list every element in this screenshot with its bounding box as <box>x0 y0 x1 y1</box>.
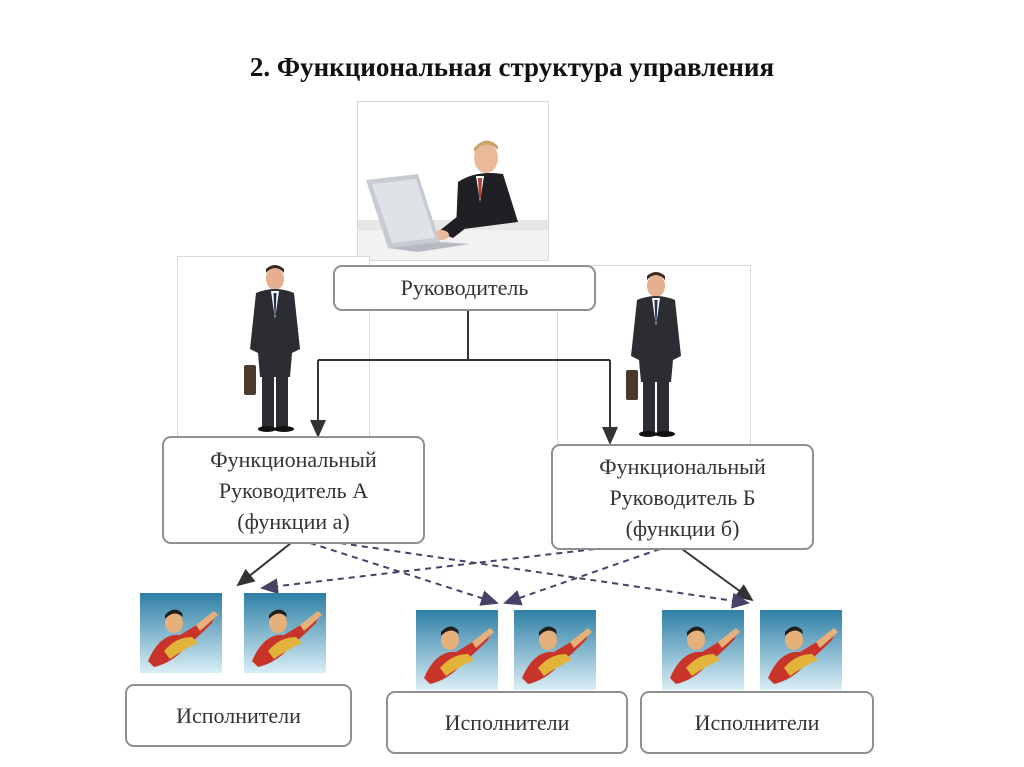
dashed-executor-arrows <box>260 542 750 609</box>
functional-manager-a-line3: (функции а) <box>237 508 350 534</box>
superhero-illustration <box>760 610 842 690</box>
superhero-illustration <box>140 593 222 673</box>
manager-to-functional-lines <box>310 309 618 445</box>
executors-box: Исполнители <box>125 684 352 747</box>
functional-manager-b-box: Функциональный Руководитель Б (функции б… <box>551 444 814 550</box>
superhero-illustration <box>416 610 498 690</box>
manager-box: Руководитель <box>333 265 596 311</box>
manager-label: Руководитель <box>400 275 529 300</box>
functional-manager-b-line2: Руководитель Б <box>609 484 756 510</box>
manager-photo <box>357 101 549 261</box>
executors-label: Исполнители <box>176 702 301 728</box>
executor-picture <box>514 610 596 690</box>
superhero-illustration <box>244 593 326 673</box>
executors-label: Исполнители <box>444 709 570 735</box>
executor-picture <box>662 610 744 690</box>
executor-picture <box>244 593 326 673</box>
businessman-illustration <box>626 272 681 437</box>
solid-executor-arrows <box>236 542 754 602</box>
executor-picture <box>416 610 498 690</box>
businessman-illustration <box>244 265 300 432</box>
superhero-illustration <box>662 610 744 690</box>
manager-at-laptop-illustration <box>358 140 548 260</box>
superhero-illustration <box>514 610 596 690</box>
executors-box: Исполнители <box>640 691 874 754</box>
executor-picture <box>140 593 222 673</box>
executors-box: Исполнители <box>386 691 628 754</box>
functional-manager-a-box: Функциональный Руководитель А (функции а… <box>162 436 425 544</box>
slide-title: 2. Функциональная структура управления <box>249 52 775 82</box>
functional-manager-a-line1: Функциональный <box>210 446 377 472</box>
executors-label: Исполнители <box>694 709 820 735</box>
functional-manager-b-line3: (функции б) <box>625 515 740 541</box>
functional-manager-a-line2: Руководитель А <box>218 477 369 503</box>
functional-manager-b-line1: Функциональный <box>599 453 766 479</box>
executor-picture <box>760 610 842 690</box>
